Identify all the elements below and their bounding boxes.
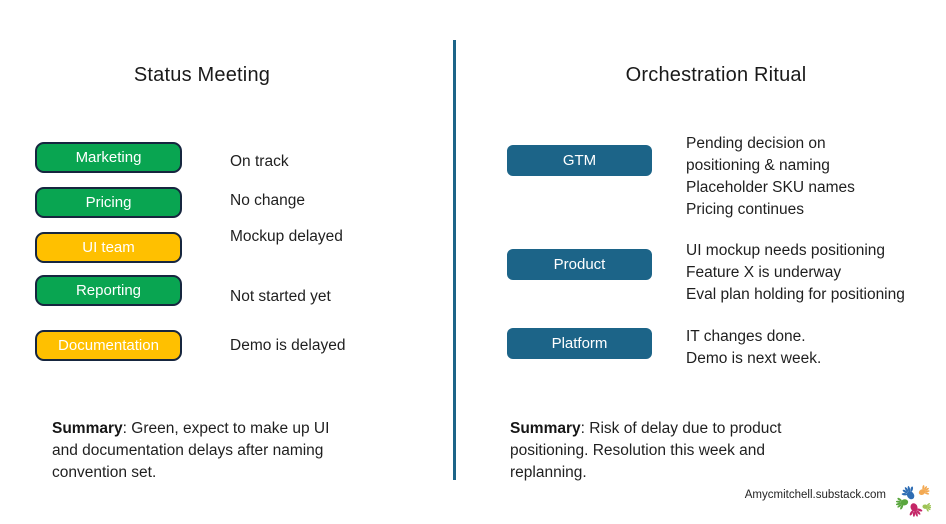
status-box-reporting: Reporting [35,275,182,306]
note-line: Demo is next week. [686,350,822,367]
status-box-ui-team: UI team [35,232,182,263]
team-box-label: Platform [551,335,608,352]
team-box-gtm: GTM [507,145,652,176]
status-box-label: Marketing [75,149,142,166]
status-box-label: UI team [82,239,135,256]
colorful-hands-logo-icon [896,481,931,518]
left-summary: Summary: Green, expect to make up UI and… [52,418,387,484]
status-text-documentation: Demo is delayed [230,337,346,354]
summary-line: positioning. Resolution this week and [510,442,766,459]
status-box-documentation: Documentation [35,330,182,361]
status-text-marketing: On track [230,153,289,170]
note-line: positioning & naming [686,157,830,174]
summary-text: : Risk of delay due to product [580,420,782,437]
status-box-label: Documentation [58,337,159,354]
note-line: Pending decision on [686,135,826,152]
summary-bold-label: Summary [510,420,581,437]
note-line: Pricing continues [686,201,805,218]
status-text-reporting: Not started yet [230,288,331,305]
team-box-label: GTM [562,152,597,169]
status-box-label: Pricing [85,194,132,211]
note-line: UI mockup needs positioning [686,242,886,259]
note-line: Placeholder SKU names [686,179,855,196]
summary-line: Summary: Risk of delay due to product [510,418,845,440]
right-column-title: Orchestration Ritual [625,64,807,86]
summary-line: Summary: Green, expect to make up UI [52,418,387,440]
note-line: Feature X is underway [686,264,842,281]
note-line: IT changes done. [686,328,806,345]
summary-text: : Green, expect to make up UI [122,420,330,437]
note-line: Eval plan holding for positioning [686,286,905,303]
summary-bold-label: Summary [52,420,123,437]
right-summary: Summary: Risk of delay due to product po… [510,418,845,484]
team-box-platform: Platform [507,328,652,359]
team-box-product: Product [507,249,652,280]
platform-notes: IT changes done. Demo is next week. [686,326,821,370]
left-column-title: Status Meeting [133,64,271,86]
summary-line: and documentation delays after naming [52,442,324,459]
vertical-divider [453,40,456,480]
status-text-ui-team: Mockup delayed [230,228,343,245]
substack-credit: Amycmitchell.substack.com [744,489,886,501]
status-box-pricing: Pricing [35,187,182,218]
gtm-notes: Pending decision on positioning & naming… [686,133,855,221]
team-box-label: Product [553,256,606,273]
summary-line: convention set. [52,464,157,481]
summary-line: replanning. [510,464,587,481]
product-notes: UI mockup needs positioning Feature X is… [686,240,905,306]
status-box-marketing: Marketing [35,142,182,173]
status-text-pricing: No change [230,192,305,209]
status-box-label: Reporting [75,282,142,299]
